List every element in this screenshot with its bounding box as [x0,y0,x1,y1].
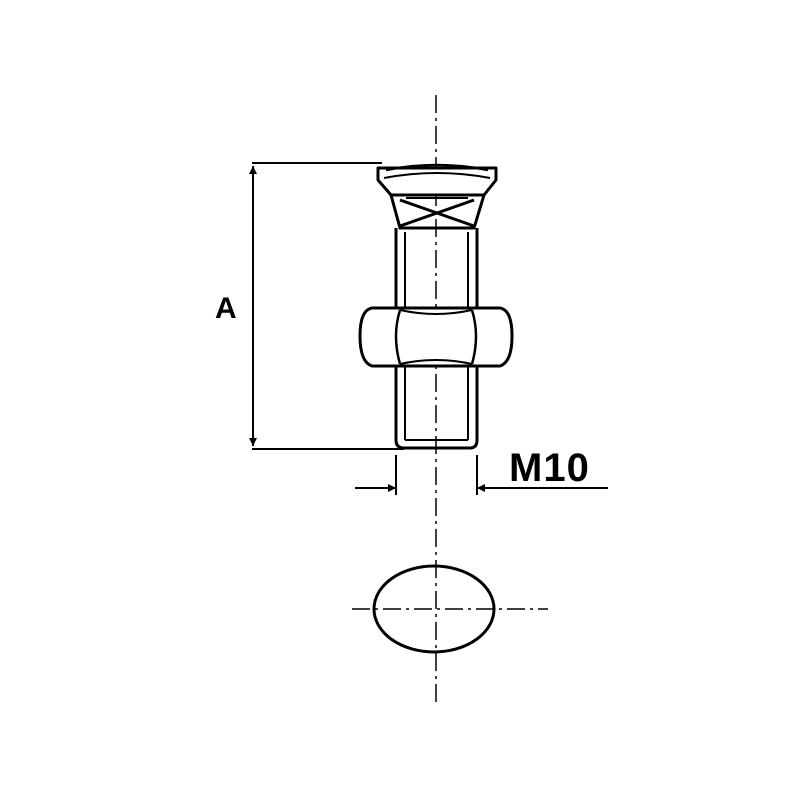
hex-nut [358,306,514,368]
top-view [352,564,548,654]
dimension-a [249,162,404,450]
square-neck [389,194,486,230]
thread-size-label: M10 [509,446,590,490]
dimension-m10 [355,455,608,495]
dimension-a-label: A [215,292,237,325]
bolt-head [376,163,498,197]
